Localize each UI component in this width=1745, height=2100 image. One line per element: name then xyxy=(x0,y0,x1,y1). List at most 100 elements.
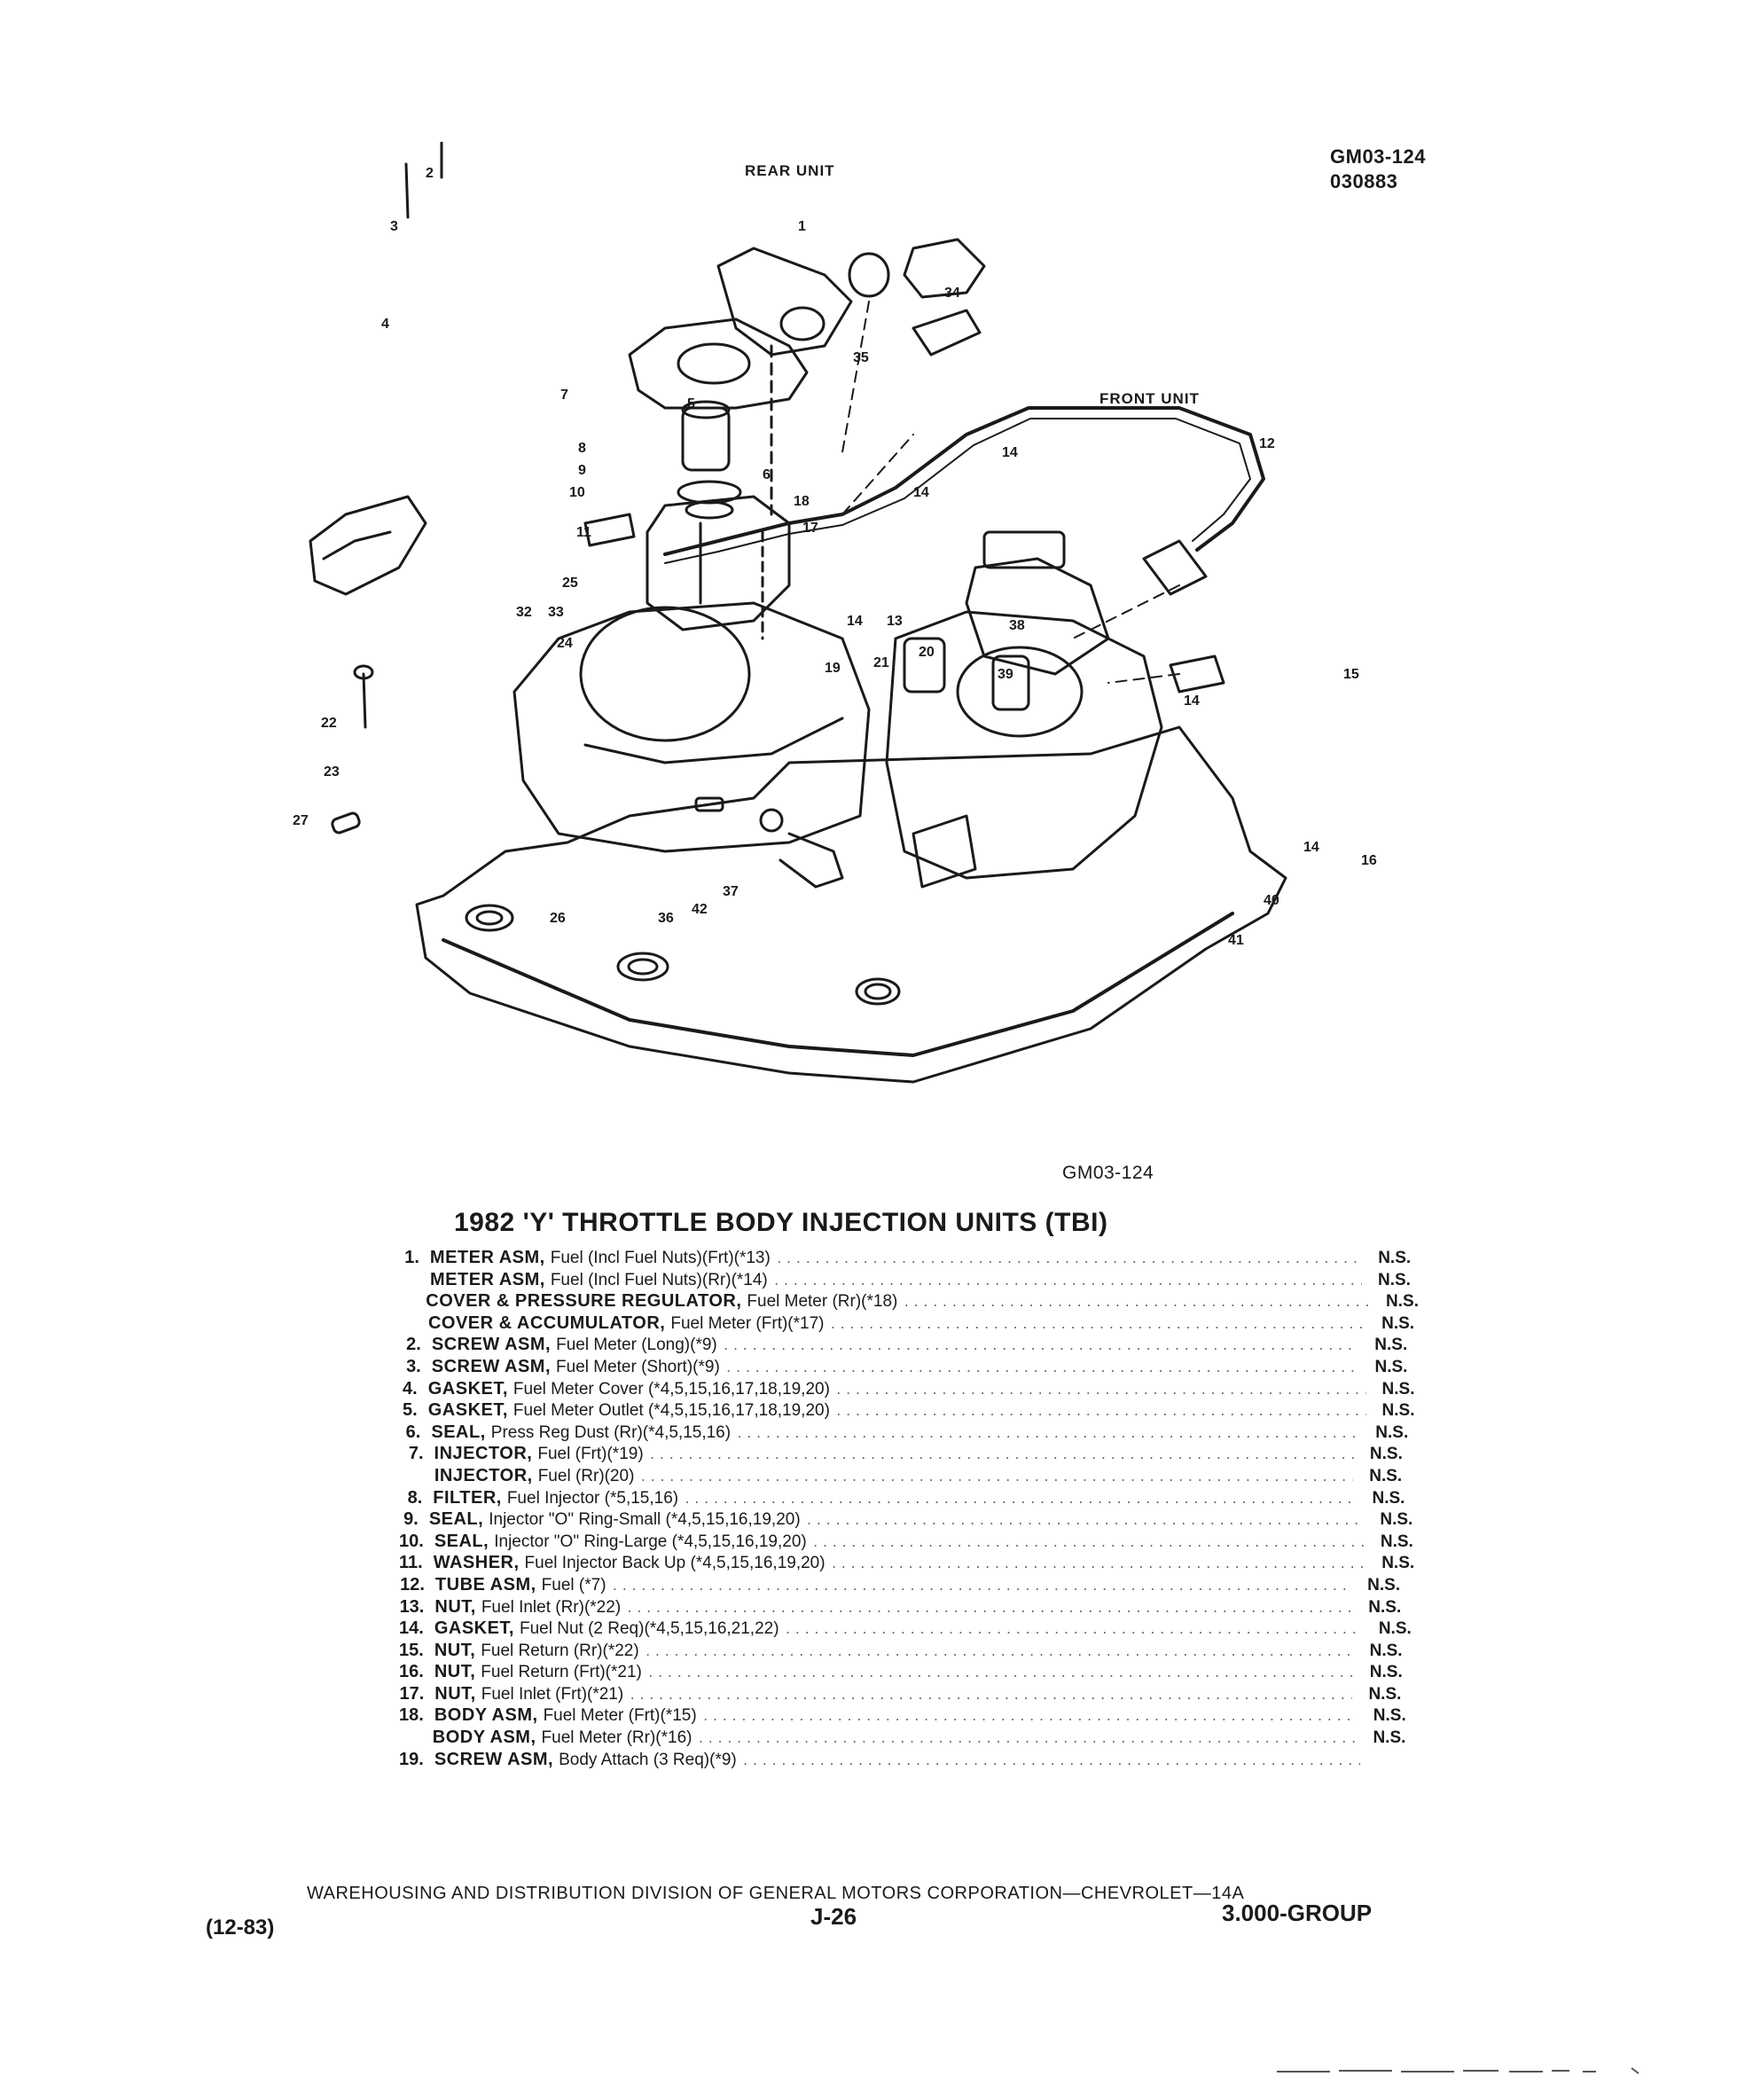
callout-20: 19 xyxy=(825,661,841,676)
item-part-number: N.S. xyxy=(1367,1575,1401,1595)
item-description: Press Reg Dust (Rr)(*4,5,15,16) xyxy=(490,1422,732,1442)
item-description: Injector "O" Ring-Small (*4,5,15,16,19,2… xyxy=(489,1510,801,1530)
callout-42: 41 xyxy=(1228,933,1244,948)
callout-41: 40 xyxy=(1264,893,1279,908)
callout-11: 11 xyxy=(576,525,591,540)
parts-list-row: 16.NUT,Fuel Return (Frt)(*21)N.S. xyxy=(399,1661,1419,1683)
item-number: 2. xyxy=(406,1335,421,1355)
leader-dots xyxy=(903,1293,1370,1315)
item-number: 19. xyxy=(399,1749,424,1769)
callout-26: 25 xyxy=(562,576,578,591)
leader-dots xyxy=(742,1751,1360,1774)
parts-list-row: 6. SEAL,Press Reg Dust (Rr)(*4,5,15,16) N.… xyxy=(399,1422,1419,1444)
parts-list-row: 19.SCREW ASM,Body Attach (3 Req)(*9) xyxy=(399,1749,1419,1771)
item-name: NUT, xyxy=(434,1683,476,1704)
item-name: METER ASM, xyxy=(430,1269,545,1289)
parts-list-title: 1982 'Y' THROTTLE BODY INJECTION UNITS (… xyxy=(454,1208,1108,1237)
item-description: Fuel (Incl Fuel Nuts)(Frt)(*13) xyxy=(550,1249,771,1267)
leader-dots xyxy=(831,1555,1366,1577)
item-name: COVER & PRESSURE REGULATOR, xyxy=(426,1291,742,1312)
parts-list: 1.METER ASM,Fuel (Incl Fuel Nuts)(Frt)(*… xyxy=(399,1247,1419,1770)
callout-34: 33 xyxy=(548,605,564,620)
leader-dots xyxy=(702,1707,1358,1729)
item-part-number: N.S. xyxy=(1381,1313,1415,1333)
item-name: NUT, xyxy=(434,1596,476,1617)
item-description: Fuel Meter (Frt)(*15) xyxy=(543,1706,697,1726)
leader-dots xyxy=(736,1424,1359,1446)
callout-19: 18 xyxy=(794,494,810,509)
base-plate xyxy=(415,725,1287,1084)
front-throttle-body xyxy=(885,610,1163,880)
leader-dots xyxy=(829,1315,1365,1337)
leader-dots xyxy=(812,1533,1365,1555)
item-part-number: N.S. xyxy=(1378,1249,1412,1267)
item-number: 18. xyxy=(399,1705,424,1726)
parts-list-row: 17.NUT,Fuel Inlet (Frt)(*21)N.S. xyxy=(399,1683,1419,1705)
item-name: GASKET, xyxy=(427,1400,508,1421)
parts-list-row: 3.SCREW ASM,Fuel Meter (Short)(*9)N.S. xyxy=(399,1356,1419,1378)
item-number: 16. xyxy=(399,1662,424,1682)
front-unit-label: FRONT UNIT xyxy=(1099,390,1200,407)
item-description: Body Attach (3 Req)(*9) xyxy=(559,1750,737,1769)
parts-list-row: 1.METER ASM,Fuel (Incl Fuel Nuts)(Frt)(*… xyxy=(399,1247,1419,1269)
parts-list-row: 4.GASKET,Fuel Meter Cover (*4,5,15,16,17… xyxy=(399,1378,1419,1400)
parts-list-row: 7.INJECTOR,Fuel (Frt)(*19)N.S. xyxy=(399,1443,1419,1465)
item-number: 6. xyxy=(405,1422,421,1442)
exploded-parts-diagram: REAR UNIT FRONT UNIT 1 2 3 4 5 6 7 8 9 1… xyxy=(293,142,1377,1084)
item-name: TUBE ASM, xyxy=(434,1574,536,1595)
callout-27: 26 xyxy=(550,911,566,926)
item-number: 5. xyxy=(403,1400,418,1421)
item-name: SEAL, xyxy=(428,1509,484,1530)
item-part-number: N.S. xyxy=(1375,1422,1409,1442)
item-number: 12. xyxy=(400,1574,425,1595)
leader-dots xyxy=(723,1336,1359,1359)
item-description: Fuel Inlet (Rr)(*22) xyxy=(481,1597,622,1617)
callout-23: 22 xyxy=(321,716,337,731)
callout-3: 3 xyxy=(390,219,398,234)
item-part-number: N.S. xyxy=(1369,1466,1403,1485)
callout-14b: 14 xyxy=(847,614,863,629)
callout-36: 35 xyxy=(853,350,869,365)
item-part-number: N.S. xyxy=(1377,1270,1411,1289)
item-name: SEAL, xyxy=(431,1422,486,1442)
callout-14c: 14 xyxy=(1184,693,1200,709)
callout-40: 39 xyxy=(998,667,1013,682)
parts-list-row: 8.FILTER,Fuel Injector (*5,15,16)N.S. xyxy=(399,1487,1419,1509)
item-description: Fuel Meter (Long)(*9) xyxy=(556,1336,717,1355)
item-description: Fuel Injector (*5,15,16) xyxy=(506,1488,679,1508)
item-part-number: N.S. xyxy=(1380,1532,1413,1551)
item-name: SEAL, xyxy=(434,1531,489,1551)
parts-list-row: COVER & PRESSURE REGULATOR,Fuel Meter (R… xyxy=(399,1290,1419,1312)
leader-dots xyxy=(629,1686,1352,1708)
item-description: Fuel Nut (2 Req)(*4,5,15,16,21,22) xyxy=(520,1619,779,1639)
callout-13: 13 xyxy=(887,614,903,629)
leader-dots xyxy=(612,1577,1352,1599)
callout-24: 23 xyxy=(324,764,340,780)
rear-unit-label: REAR UNIT xyxy=(745,162,835,179)
parts-list-row: METER ASM,Fuel (Incl Fuel Nuts)(Rr)(*14)… xyxy=(399,1269,1419,1291)
parts-list-row: INJECTOR,Fuel (Rr)(20)N.S. xyxy=(399,1465,1419,1487)
item-part-number: N.S. xyxy=(1368,1597,1402,1617)
item-description: Fuel Return (Rr)(*22) xyxy=(481,1641,639,1660)
callout-7: 7 xyxy=(560,388,568,403)
leader-dots xyxy=(684,1490,1356,1512)
callout-43: 42 xyxy=(692,902,708,917)
leader-dots xyxy=(835,1381,1366,1403)
diagram-caption: GM03-124 xyxy=(1062,1163,1154,1183)
leader-dots xyxy=(647,1664,1354,1686)
leader-dots xyxy=(639,1468,1353,1490)
leader-dots xyxy=(806,1511,1365,1533)
item-part-number: N.S. xyxy=(1372,1488,1405,1508)
callout-17: 16 xyxy=(1361,853,1377,868)
leader-dots xyxy=(698,1729,1358,1751)
callout-33: 32 xyxy=(516,605,532,620)
item-name: FILTER, xyxy=(433,1487,502,1508)
item-part-number: N.S. xyxy=(1369,1663,1403,1682)
parts-list-row: 2.SCREW ASM,Fuel Meter (Long)(*9)N.S. xyxy=(399,1334,1419,1356)
fuel-nut-front-return xyxy=(1142,539,1208,596)
item-number: 10. xyxy=(399,1531,424,1551)
parts-list-row: 11.WASHER,Fuel Injector Back Up (*4,5,15… xyxy=(399,1552,1419,1574)
item-name: COVER & ACCUMULATOR, xyxy=(427,1312,666,1333)
leader-dots xyxy=(725,1359,1359,1381)
item-name: METER ASM, xyxy=(429,1248,545,1267)
